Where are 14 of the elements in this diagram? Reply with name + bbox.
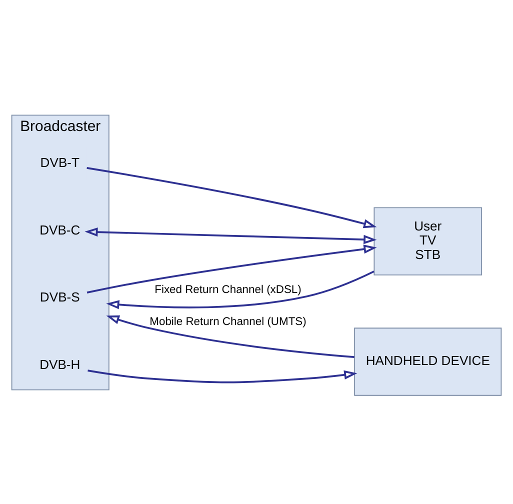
node-text: DVB-H xyxy=(40,356,80,372)
arrow xyxy=(106,314,354,358)
edge-label: Fixed Return Channel (xDSL) xyxy=(154,284,302,296)
node-text: DVB-T xyxy=(40,154,80,170)
arrow xyxy=(86,244,377,293)
node-text: DVB-S xyxy=(40,289,80,304)
node-box: HANDHELD DEVICE xyxy=(354,327,502,396)
edge-label: Mobile Return Channel (UMTS) xyxy=(150,315,306,328)
arrow xyxy=(84,226,377,244)
node-text: DVB-C xyxy=(40,222,80,237)
node-box: User TV STB xyxy=(374,206,482,275)
arrow xyxy=(88,369,358,383)
arrow xyxy=(106,270,374,309)
arrow xyxy=(86,166,377,228)
